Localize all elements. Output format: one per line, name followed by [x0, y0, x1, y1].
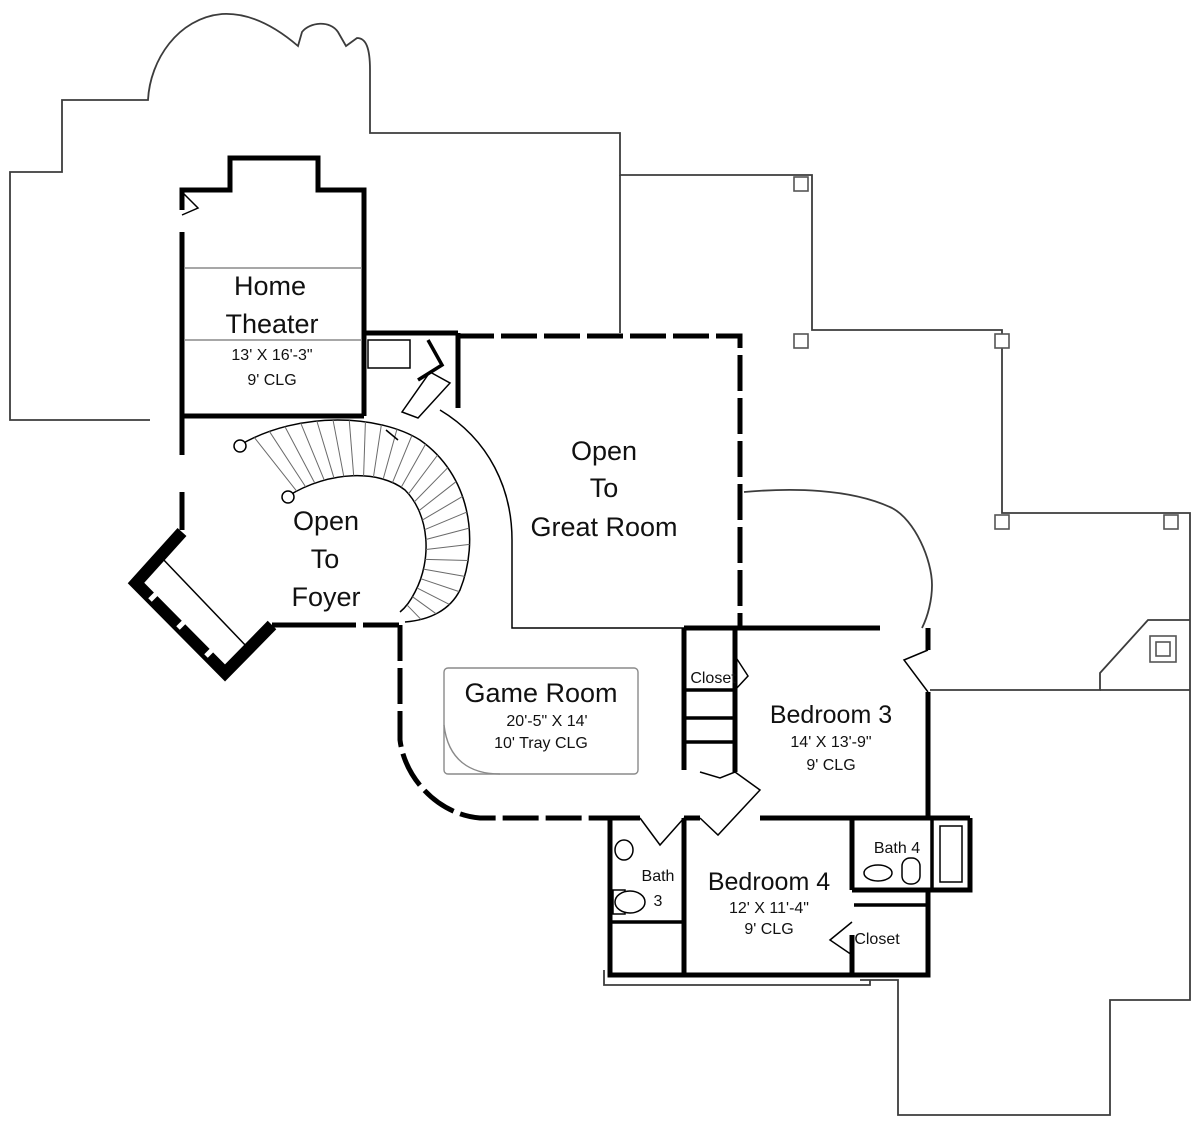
bedroom-3-dims: 14' X 13'-9" [790, 734, 871, 751]
stair-tread [425, 543, 470, 550]
stair-tread [348, 420, 355, 476]
stair-tread [316, 420, 335, 479]
game-room-dims: 20'-5" X 14' [506, 713, 587, 730]
bath-3-label: Bath 3 [642, 868, 675, 910]
home-theater-name-1: Home [234, 271, 306, 301]
stair-tread [425, 558, 469, 561]
great-room-line-2: To [590, 473, 619, 503]
bedroom-3-name: Bedroom 3 [770, 701, 892, 729]
great-room-walls [439, 333, 743, 629]
roof-outline [9, 13, 1191, 1116]
great-room-line-1: Open [571, 436, 637, 466]
home-theater-name-2: Theater [225, 309, 318, 339]
bath-3-line-1: Bath [642, 868, 675, 885]
stair-tread [406, 604, 422, 620]
stair-tread [413, 467, 449, 503]
stair-tread [363, 421, 366, 476]
stair-tread [424, 511, 468, 531]
curved-staircase [233, 371, 471, 623]
bedroom-4-dims: 12' X 11'-4" [729, 900, 809, 917]
game-room-ceiling: 10' Tray CLG [494, 735, 588, 752]
stair-tread [269, 431, 306, 488]
home-theater-dims: 13' X 16'-3" [231, 347, 312, 364]
open-to-foyer-label: Open To Foyer [291, 506, 360, 612]
foyer-line-2: To [311, 544, 340, 574]
bedroom-3-walls [681, 625, 970, 837]
foyer-walls [179, 330, 461, 628]
bedroom-4-name: Bedroom 4 [708, 868, 830, 896]
closet-bedroom-4-label: Closet [854, 931, 900, 948]
closet-bedroom-3-label: Closet [690, 670, 736, 687]
stair-tread [422, 496, 463, 521]
bedroom-3-ceiling: 9' CLG [806, 757, 855, 774]
stair-tread [416, 587, 450, 605]
stair-tread [392, 435, 413, 483]
game-room-label: Game Room 20'-5" X 14' 10' Tray CLG [464, 678, 617, 752]
stair-tread [408, 454, 438, 495]
stair-tread [400, 443, 427, 488]
foyer-line-1: Open [293, 506, 359, 536]
foyer-line-3: Foyer [291, 582, 360, 612]
bath-3-line-2: 3 [654, 893, 663, 910]
stair-tread [300, 423, 325, 481]
stair-tread [372, 424, 382, 478]
home-theater-ceiling: 9' CLG [247, 372, 296, 389]
stair-tread [418, 481, 457, 512]
bedroom-4-ceiling: 9' CLG [744, 921, 793, 938]
open-to-great-room-label: Open To Great Room [530, 436, 677, 542]
bath-4-label: Bath 4 [874, 840, 920, 857]
bedroom-4-walls [607, 815, 973, 978]
home-theater-label: Home Theater 13' X 16'-3" 9' CLG [225, 271, 318, 389]
stair-tread [425, 527, 470, 541]
stair-tread [253, 437, 298, 492]
stair-tread [332, 419, 345, 477]
bedroom-3-label: Bedroom 3 14' X 13'-9" 9' CLG [770, 701, 892, 774]
game-room-name: Game Room [464, 678, 617, 708]
stair-tread [284, 426, 316, 484]
bay-window [127, 527, 277, 682]
posts [793, 176, 1179, 663]
bedroom-4-label: Bedroom 4 12' X 11'-4" 9' CLG [708, 868, 830, 938]
stair-tread [412, 596, 437, 615]
stair-tread [420, 578, 460, 593]
great-room-line-3: Great Room [530, 512, 677, 542]
game-room-walls [397, 625, 639, 821]
stair-tread [423, 568, 465, 577]
